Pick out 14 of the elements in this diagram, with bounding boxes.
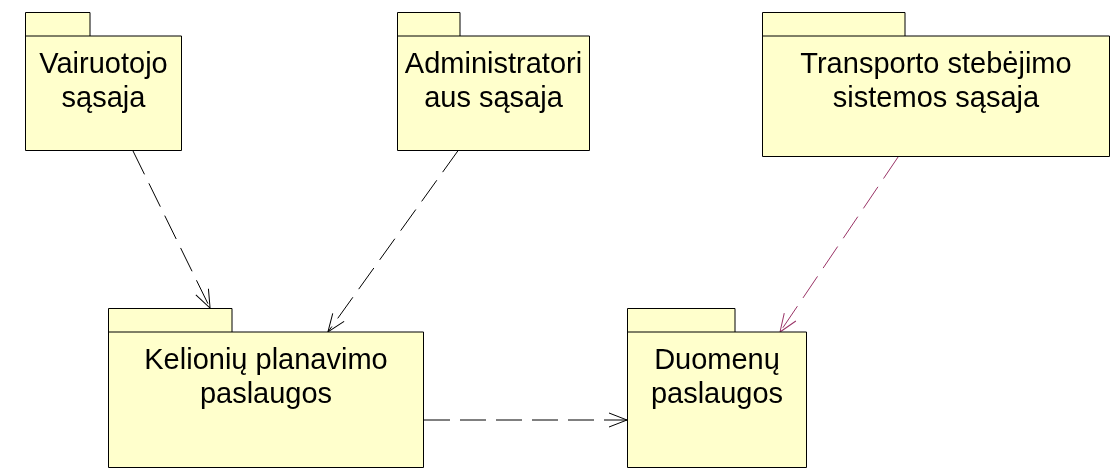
- package-label: Administratori aus sąsaja: [403, 46, 584, 114]
- package-label: Vairuotojo sąsaja: [38, 46, 169, 114]
- package-label: Kelionių planavimo paslaugos: [143, 342, 389, 410]
- package-label: Transporto stebėjimo sistemos sąsaja: [799, 46, 1073, 114]
- package-box: [108, 308, 424, 468]
- dependency-arrow: [779, 156, 899, 333]
- package-box: [25, 12, 182, 151]
- package-box: [397, 12, 590, 151]
- package-label: Duomenų paslaugos: [649, 342, 785, 410]
- dependency-arrow: [423, 412, 628, 428]
- dependency-arrow: [327, 150, 459, 333]
- package-box: [762, 12, 1110, 157]
- package-box: [627, 308, 807, 468]
- dependency-arrow: [132, 150, 211, 309]
